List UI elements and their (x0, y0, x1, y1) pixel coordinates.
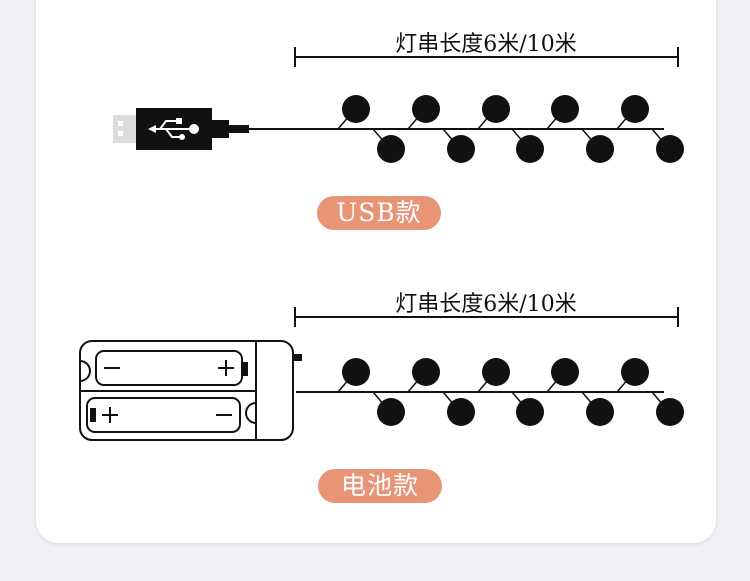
bulb (447, 398, 475, 426)
bulb (447, 135, 475, 163)
bulb (656, 135, 684, 163)
bulb (342, 358, 370, 386)
bulbs-bottom (337, 358, 684, 426)
battery-box-icon (79, 340, 302, 441)
battery-minus-icon (104, 367, 232, 416)
battery-plus-icon (102, 360, 234, 423)
bulb (377, 135, 405, 163)
bulb (621, 95, 649, 123)
bulb (482, 95, 510, 123)
bulb (516, 398, 544, 426)
bulb (621, 358, 649, 386)
bulb (377, 398, 405, 426)
length-label-usb: 灯串长度6米/10米 (395, 32, 577, 57)
bulb (412, 358, 440, 386)
bulb (586, 398, 614, 426)
bulb (586, 135, 614, 163)
bulb (412, 95, 440, 123)
bulb (342, 95, 370, 123)
length-label-battery: 灯串长度6米/10米 (395, 292, 577, 317)
bulbs-top (337, 95, 684, 163)
length-bracket-bottom (294, 307, 679, 327)
usb-symbol-icon (148, 118, 199, 140)
usb-type-badge: USB款 (317, 196, 441, 230)
length-bracket-top (294, 47, 679, 67)
bulb (482, 358, 510, 386)
bulb (656, 398, 684, 426)
usb-plug-icon (113, 108, 249, 150)
product-card (36, 0, 716, 543)
battery-type-badge: 电池款 (318, 469, 442, 503)
bulb (516, 135, 544, 163)
bulb (551, 358, 579, 386)
bulb (551, 95, 579, 123)
